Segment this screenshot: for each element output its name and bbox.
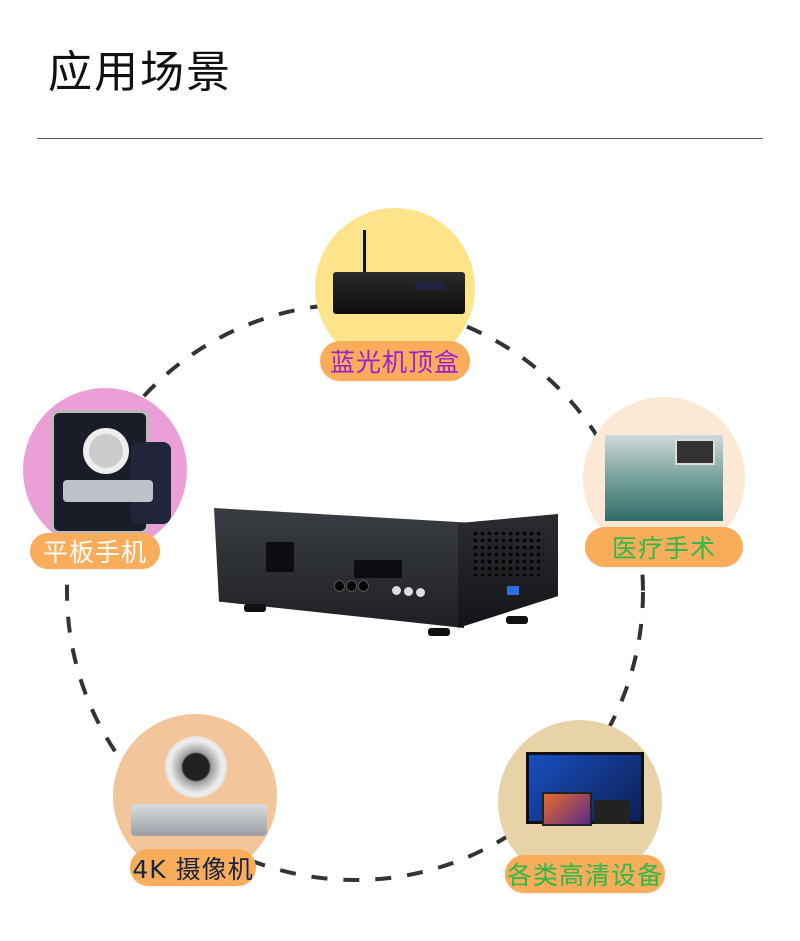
scenario-label-tablet-phone: 平板手机: [30, 533, 160, 569]
tablet-phone-icon: [23, 388, 187, 552]
scenario-label-4k-camera: 4K 摄像机: [130, 849, 256, 886]
ptz-camera-icon: [113, 714, 277, 878]
scenario-label-surgery: 医疗手术: [585, 527, 743, 567]
title-divider: [37, 138, 763, 139]
recorder-device-image: [214, 508, 560, 638]
page-title: 应用场景: [48, 47, 232, 98]
scenario-label-set-top-box: 蓝光机顶盒: [320, 341, 470, 381]
scenario-label-hd-devices: 各类高清设备: [505, 855, 665, 893]
